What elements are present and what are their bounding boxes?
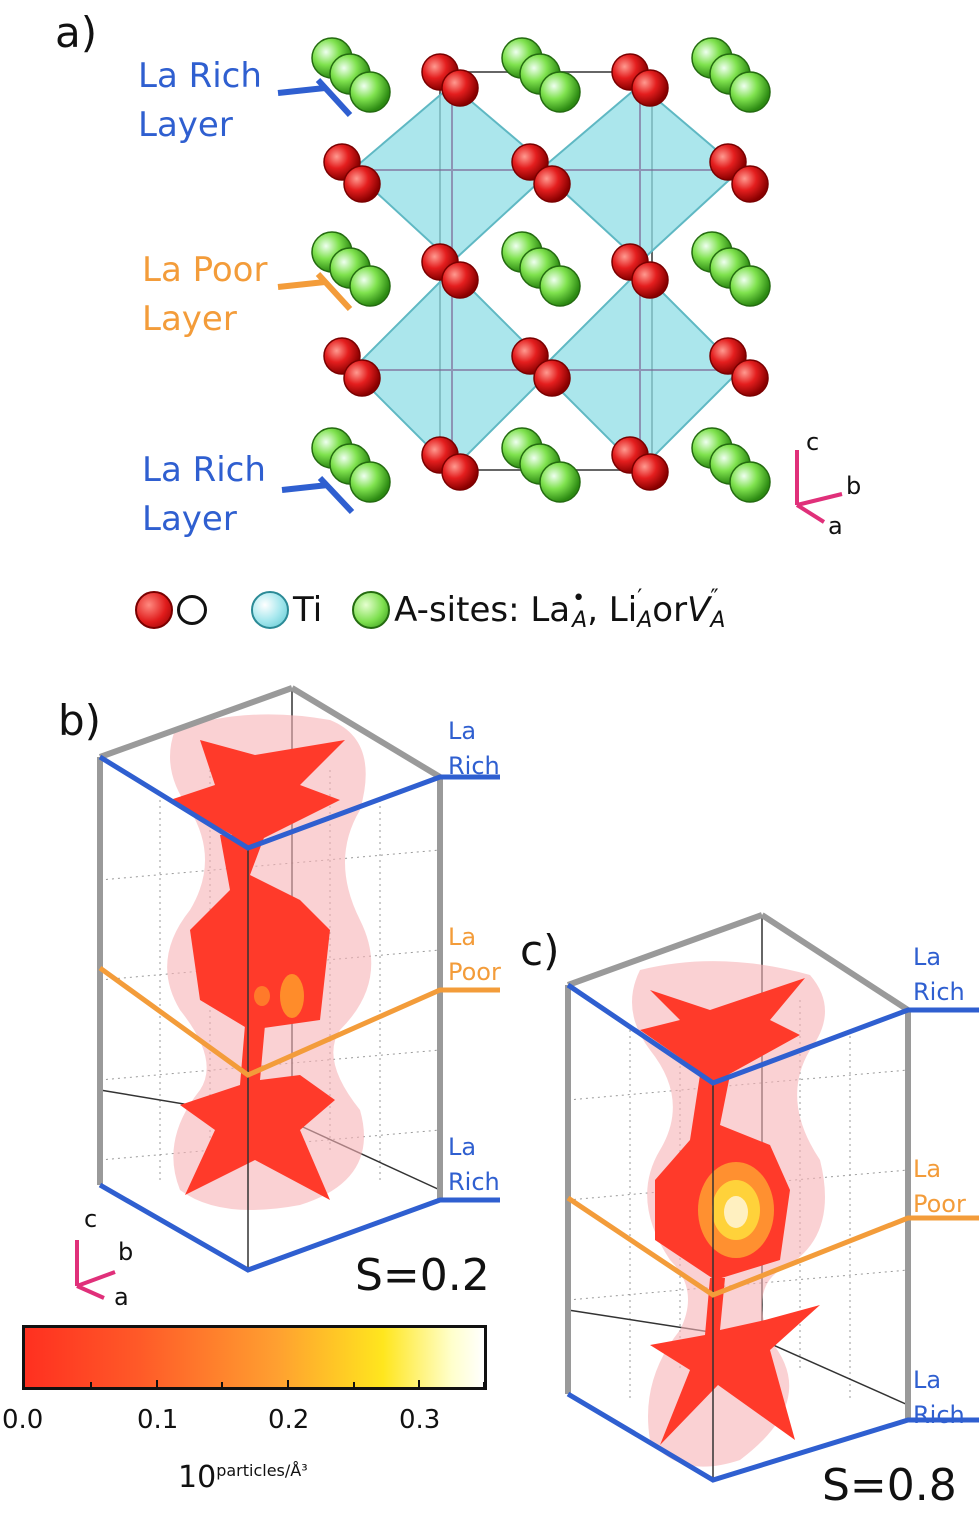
la-rich-top-line-b [98, 754, 500, 851]
a-sites-prefix: A-sites: La [394, 590, 571, 630]
la-rich-bottom-line-b [98, 1182, 500, 1273]
panel-b-density-plot [75, 685, 500, 1300]
layer-label-bottom-line2: Layer [142, 499, 237, 540]
panel-c-top-l2: Rich [913, 977, 965, 1006]
colorbar-label-base: 10 [178, 1460, 217, 1495]
colorbar-label: 10particles/Å³ [178, 1460, 308, 1495]
panel-c-top-l1: La [913, 943, 942, 971]
la-poor-line-c [566, 1195, 979, 1298]
layer-label-top-line1: La Rich [138, 56, 262, 96]
layer-label-top: La Rich Layer [138, 52, 262, 151]
v-sub: A [710, 608, 726, 633]
panel-b-top-label: La Rich [448, 714, 500, 784]
colorbar-tick-2: 0.2 [268, 1405, 310, 1435]
v-symbol: V [687, 590, 711, 630]
panel-c-mid-label: La Poor [913, 1152, 966, 1222]
colorbar-ticks [23, 1380, 485, 1390]
oxygen-swatch [135, 591, 173, 629]
a-site-atoms [311, 37, 771, 503]
layer-label-middle-line1: La Poor [142, 250, 268, 290]
axis-a-a: a [828, 512, 843, 540]
layer-label-bottom: La Rich Layer [142, 446, 266, 545]
panel-c-mid-l1: La [913, 1155, 942, 1183]
panel-b-s-value: S=0.2 [355, 1250, 490, 1301]
panel-c-top-label: La Rich [913, 940, 965, 1010]
colorbar-tick-0: 0.0 [2, 1405, 44, 1435]
layer-label-middle: La Poor Layer [142, 246, 267, 345]
colorbar [22, 1325, 487, 1390]
density-blob-b [167, 714, 372, 1210]
axis-b-b: b [118, 1238, 134, 1266]
panel-b-mid-l2: Poor [448, 957, 501, 986]
ti-swatch [251, 591, 289, 629]
panel-c-density-plot [565, 912, 979, 1483]
layer-pointer-bottom [281, 475, 355, 515]
panel-c-bottom-l2: Rich [913, 1400, 965, 1429]
la-rich-bottom-line-c [566, 1391, 979, 1483]
axis-triad-b [75, 1240, 116, 1300]
panel-b-top-l2: Rich [448, 751, 500, 780]
axis-b-a: a [114, 1283, 129, 1311]
axis-triad-a [795, 450, 843, 524]
crystal-structure [277, 37, 843, 524]
octahedra-inner-lines [352, 85, 740, 470]
panel-b-bottom-l1: La [448, 1133, 477, 1161]
oxygen-open-circle [177, 595, 207, 625]
panel-b-mid-l1: La [448, 923, 477, 951]
panel-a-label: a) [55, 8, 98, 57]
la-poor-line-b [98, 965, 500, 1078]
layer-label-middle-line2: Layer [142, 299, 237, 340]
la-sub: A [572, 608, 588, 633]
panel-b-bottom-l2: Rich [448, 1167, 500, 1196]
panel-c-label: c) [520, 926, 560, 975]
density-blob-c [632, 961, 825, 1467]
panel-b-label: b) [58, 696, 102, 745]
panel-b-top-l1: La [448, 717, 477, 745]
panel-c-s-value: S=0.8 [822, 1460, 957, 1511]
colorbar-label-sup: particles/Å³ [216, 1461, 308, 1480]
panel-c-bottom-label: La Rich [913, 1363, 965, 1433]
panel-c-bottom-l1: La [913, 1366, 942, 1394]
ti-label: Ti [293, 590, 323, 630]
colorbar-tick-1: 0.1 [137, 1405, 179, 1435]
a-sites-or: or [652, 590, 688, 630]
layer-label-bottom-line1: La Rich [142, 450, 266, 490]
colorbar-tick-3: 0.3 [399, 1405, 441, 1435]
layer-pointer-top [277, 77, 353, 118]
layer-pointer-middle [277, 271, 353, 312]
axis-b-c: c [84, 1205, 98, 1233]
a-sites-sep: , Li [587, 590, 638, 630]
la-rich-top-line-c [566, 982, 979, 1086]
layer-label-top-line2: Layer [138, 105, 233, 146]
panel-c-mid-l2: Poor [913, 1189, 966, 1218]
li-sub: A [637, 608, 653, 633]
a-site-swatch [352, 591, 391, 629]
atom-legend: O Ti A-sites: La • A , Li ′ A or V ″ A [135, 588, 725, 632]
panel-b-bottom-label: La Rich [448, 1130, 500, 1200]
oxygen-atoms [323, 53, 769, 491]
axis-a-c: c [806, 428, 820, 456]
axis-a-b: b [846, 472, 862, 500]
panel-b-mid-label: La Poor [448, 920, 501, 990]
